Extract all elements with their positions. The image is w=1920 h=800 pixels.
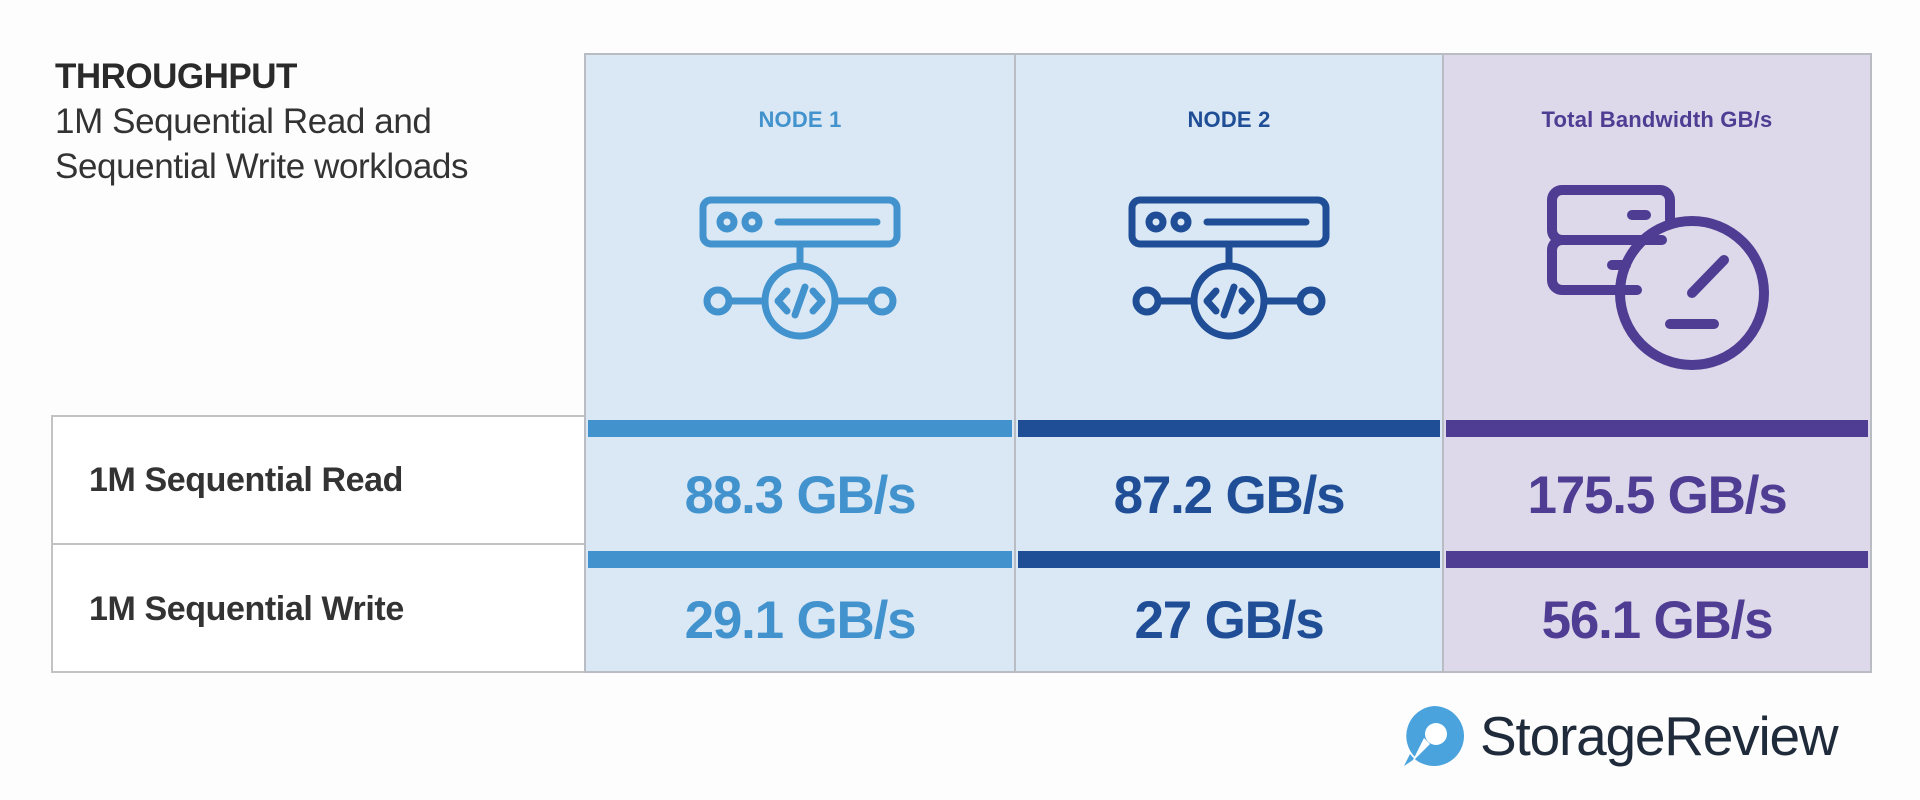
column-bar-write-total <box>1446 551 1868 568</box>
value-write-total: 56.1 GB/s <box>1541 591 1774 650</box>
value-read-total: 175.5 GB/s <box>1527 466 1787 525</box>
column-header-node-2: NODE 2 <box>1187 107 1271 132</box>
column-total-bandwidth: Total Bandwidth GB/s 175.5 GB/s 56.1 GB/… <box>1442 53 1872 673</box>
row-label-sequential-write: 1M Sequential Write <box>89 589 404 628</box>
chart-subtitle-line-2: Sequential Write workloads <box>55 147 469 186</box>
column-bar-read-node-2 <box>1018 420 1440 437</box>
row-label-sequential-read: 1M Sequential Read <box>53 417 585 545</box>
server-gauge-icon <box>1547 185 1769 370</box>
column-bar-write-node-2 <box>1018 551 1440 568</box>
value-read-node-2: 87.2 GB/s <box>1113 466 1346 525</box>
column-bar-read-node-1 <box>588 420 1012 437</box>
chart-title-block: THROUGHPUT 1M Sequential Read and Sequen… <box>55 55 535 189</box>
chart-subtitle-line-1: 1M Sequential Read and <box>55 102 432 141</box>
column-node-1: NODE 1 88.3 GB/s 29.1 GB/s <box>584 53 1016 673</box>
column-header-node-1: NODE 1 <box>758 107 842 132</box>
server-code-icon <box>1128 196 1330 340</box>
storagereview-logo: StorageReview <box>1402 704 1839 768</box>
value-write-node-1: 29.1 GB/s <box>684 591 917 650</box>
column-bar-write-node-1 <box>588 551 1012 568</box>
storagereview-logo-icon <box>1404 706 1464 766</box>
column-header-total-bandwidth: Total Bandwidth GB/s <box>1541 107 1773 132</box>
column-bar-read-total <box>1446 420 1868 437</box>
value-write-node-2: 27 GB/s <box>1134 591 1325 650</box>
storagereview-logo-text: StorageReview <box>1480 705 1839 767</box>
server-code-icon <box>699 196 901 340</box>
row-labels: 1M Sequential Read 1M Sequential Write <box>51 415 585 673</box>
value-read-node-1: 88.3 GB/s <box>684 466 917 525</box>
column-node-2: NODE 2 87.2 GB/s 27 GB/s <box>1014 53 1444 673</box>
chart-title: THROUGHPUT <box>55 57 297 96</box>
